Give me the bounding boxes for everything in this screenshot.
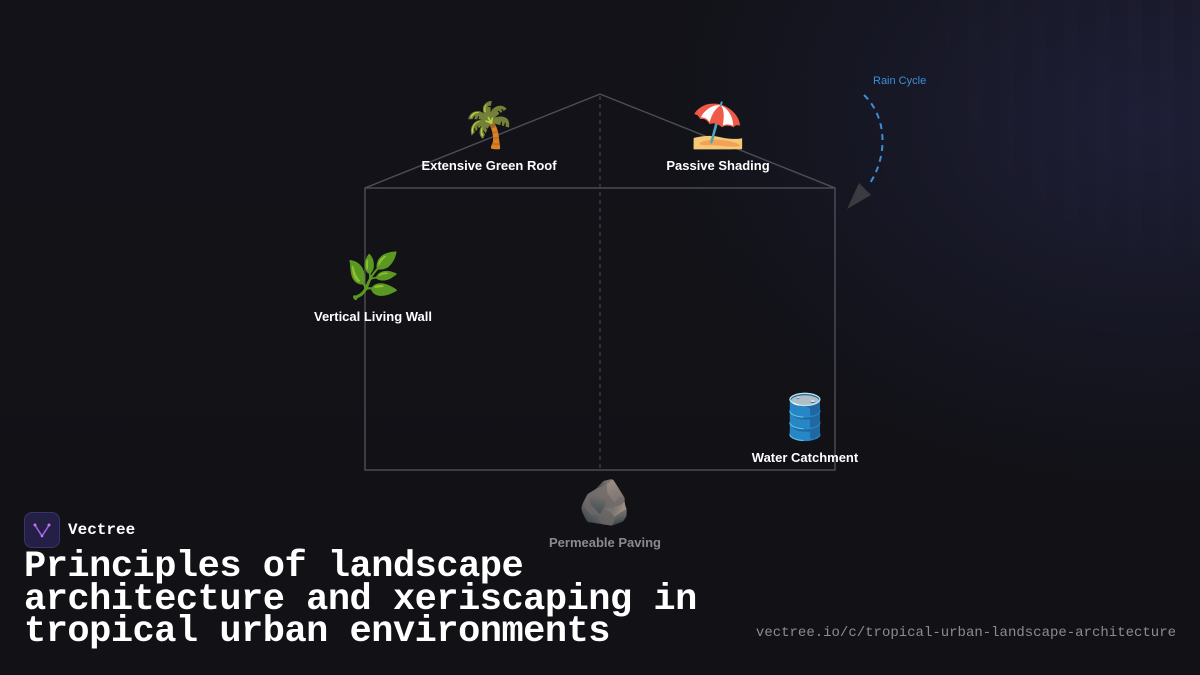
rock-icon: 🪨	[577, 477, 633, 528]
feature-label: Permeable Paving	[549, 535, 661, 550]
background-stripes	[680, 0, 1200, 520]
feature-label: Passive Shading	[666, 158, 770, 173]
herb-icon: 🌿	[345, 251, 401, 302]
feature-label: Extensive Green Roof	[421, 158, 557, 173]
page-url[interactable]: vectree.io/c/tropical-urban-landscape-ar…	[755, 625, 1176, 641]
rain-cycle-path	[863, 94, 884, 187]
feature-vertical-living-wall: 🌿 Vertical Living Wall	[314, 251, 432, 324]
feature-label: Vertical Living Wall	[314, 309, 432, 324]
brand[interactable]: Vectree	[24, 512, 135, 548]
feature-permeable-paving: 🪨 Permeable Paving	[549, 477, 661, 550]
rain-cycle-label: Rain Cycle	[873, 75, 927, 87]
feature-label: Water Catchment	[751, 450, 859, 465]
rain-cycle-arrowhead	[847, 183, 871, 209]
palm-tree-icon: 🌴	[461, 100, 517, 151]
feature-water-catchment: 🛢️ Water Catchment	[752, 392, 858, 465]
vectree-logo-icon	[24, 512, 60, 548]
beach-umbrella-icon: ⛱️	[690, 100, 746, 151]
barrel-icon: 🛢️	[777, 392, 833, 443]
feature-passive-shading: ⛱️ Passive Shading	[666, 100, 769, 173]
brand-name: Vectree	[68, 521, 136, 539]
feature-extensive-green-roof: 🌴 Extensive Green Roof	[421, 100, 556, 173]
roof-outline	[364, 93, 836, 189]
page-title: Principles of landscape architecture and…	[24, 546, 697, 653]
